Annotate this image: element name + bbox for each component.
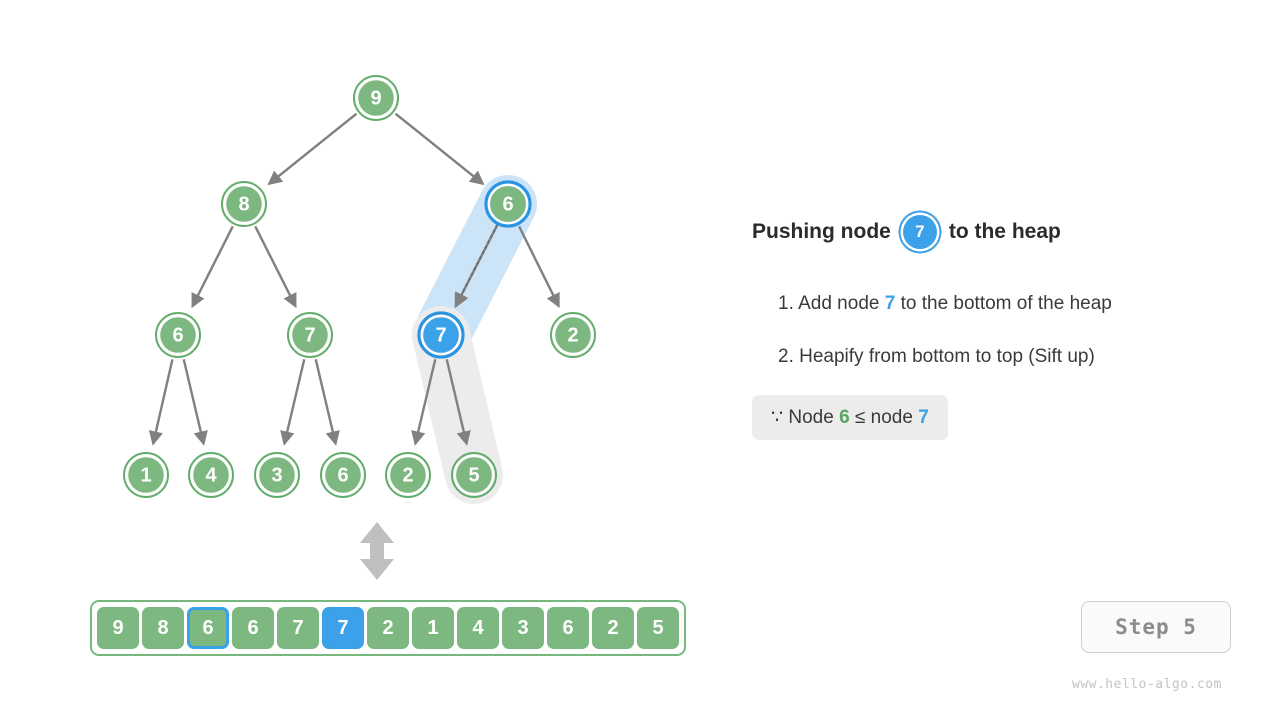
tree-node-label: 3 [271, 465, 282, 487]
tree-node: 9 [353, 75, 399, 121]
tree-node-label: 7 [435, 325, 446, 347]
tree-edge [148, 359, 174, 446]
array-cell: 2 [592, 607, 634, 649]
tree-node: 6 [484, 180, 532, 228]
page-title: Pushing node 7 to the heap [752, 215, 1061, 249]
tree-node-label: 6 [502, 194, 513, 216]
reason-pre: Node [788, 407, 834, 428]
array-cell: 1 [412, 607, 454, 649]
tree-node: 6 [155, 312, 201, 358]
binary-tree-diagram: 9 8 6 6 7 7 2 1 4 3 6 2 5 [123, 75, 596, 580]
tree-node-label: 2 [567, 325, 578, 347]
reason-operator: ≤ [854, 407, 866, 428]
step-1-pre: Add node [798, 293, 880, 314]
tree-node-label: 6 [337, 465, 348, 487]
array-cell: 6 [547, 607, 589, 649]
step-2-text: 2. Heapify from bottom to top (Sift up) [778, 346, 1095, 367]
title-suffix-text: to the heap [948, 220, 1061, 243]
tree-edge [445, 359, 471, 446]
tree-edge [518, 225, 560, 309]
watermark: www.hello-algo.com [1072, 677, 1222, 692]
tree-node: 4 [188, 452, 234, 498]
tree-node: 2 [550, 312, 596, 358]
tree-edge [411, 359, 437, 446]
array-cell: 5 [637, 607, 679, 649]
reason-box: ∵ Node 6 ≤ node 7 [752, 395, 948, 440]
array-cell: 7 [322, 607, 364, 649]
tree-edge-layer [148, 112, 560, 446]
tree-node: 6 [320, 452, 366, 498]
array-cell: 7 [277, 607, 319, 649]
tree-node-label: 2 [402, 465, 413, 487]
tree-node-label: 7 [304, 325, 315, 347]
title-node-badge: 7 [902, 215, 937, 249]
title-prefix-text: Pushing node [752, 220, 891, 243]
reason-right-value: 7 [918, 407, 929, 428]
array-cell: 8 [142, 607, 184, 649]
description-panel: Pushing node 7 to the heap 1. Add node 7… [752, 0, 1252, 720]
array-cell: 4 [457, 607, 499, 649]
tree-node: 3 [254, 452, 300, 498]
tree-edge [394, 112, 485, 186]
step-1-index: 1. [778, 293, 794, 314]
tree-edge [280, 359, 306, 446]
tree-node-label: 8 [238, 194, 249, 216]
tree-node-label: 4 [205, 465, 217, 487]
step-1-post: to the bottom of the heap [900, 293, 1112, 314]
reason-mid: node [870, 407, 913, 428]
array-cell: 2 [367, 607, 409, 649]
array-cell: 9 [97, 607, 139, 649]
tree-array-sync-arrow [360, 522, 394, 580]
tree-node-layer: 9 8 6 6 7 7 2 1 4 3 6 2 5 [123, 75, 596, 498]
tree-node-label: 9 [370, 88, 381, 110]
tree-node-label: 6 [172, 325, 183, 347]
array-cell: 6 [232, 607, 274, 649]
step-1-value: 7 [884, 293, 896, 314]
tree-node: 7 [417, 311, 465, 359]
reason-left-value: 6 [839, 407, 850, 428]
tree-node: 5 [451, 452, 497, 498]
tree-edge [191, 225, 234, 309]
step-1-text: 1. Add node 7 to the bottom of the heap [778, 293, 1112, 315]
tree-node: 2 [385, 452, 431, 498]
tree-node-label: 5 [468, 465, 479, 487]
tree-edge [182, 359, 208, 446]
tree-node: 7 [287, 312, 333, 358]
tree-svg: 9 8 6 6 7 7 2 1 4 3 6 2 5 [123, 75, 596, 504]
tree-node-label: 1 [140, 465, 151, 487]
tree-edge [254, 225, 297, 309]
tree-node: 8 [221, 181, 267, 227]
tree-edge [314, 359, 340, 446]
step-badge: Step 5 [1081, 601, 1231, 653]
array-cell: 6 [187, 607, 229, 649]
tree-node: 1 [123, 452, 169, 498]
tree-edge [267, 112, 358, 186]
array-cell: 3 [502, 607, 544, 649]
because-symbol: ∵ [771, 407, 784, 428]
